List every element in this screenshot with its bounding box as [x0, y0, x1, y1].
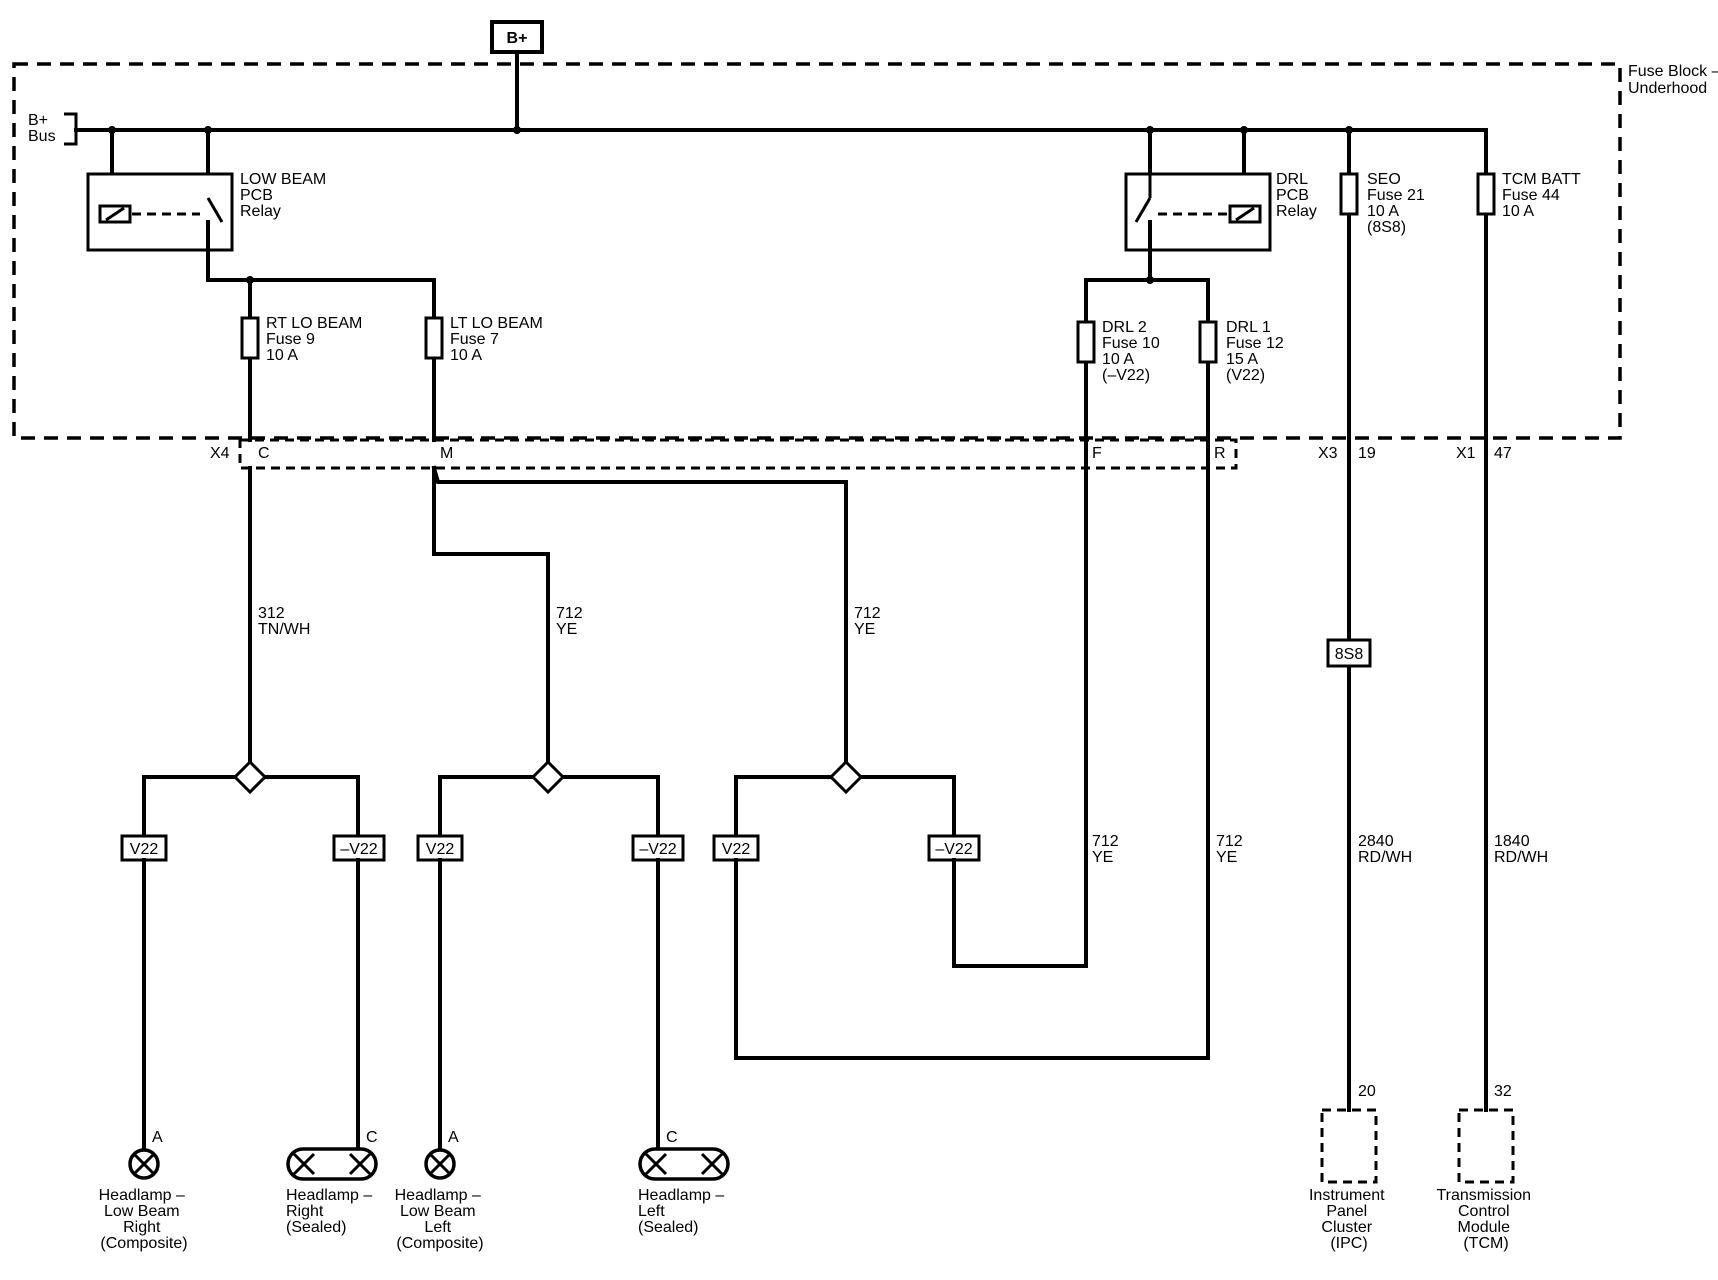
drl2-fuse [1076, 320, 1096, 364]
headlamp-left-sealed-icon [638, 1147, 730, 1181]
drl-relay-label: DRL PCB Relay [1276, 171, 1317, 220]
opt-8s8: 8S8 [1335, 646, 1364, 663]
opt-nv22-1: –V22 [340, 841, 377, 858]
wire-712-d-label: 712 YE [1216, 833, 1247, 866]
ipc-pin: 20 [1358, 1083, 1376, 1100]
lt-lo-beam-fuse-label: LT LO BEAM Fuse 7 10 A [450, 315, 547, 364]
tcm-module [1457, 1108, 1515, 1184]
splice-1 [232, 759, 268, 795]
opt-box-8s8 [1326, 638, 1372, 668]
x3-connector-name: X3 [1318, 445, 1338, 462]
hl-lb-left-label: Headlamp – Low Beam Left (Composite) [395, 1187, 486, 1252]
x4-pin-m: M [440, 445, 453, 462]
headlamp-low-beam-right-icon [128, 1148, 160, 1180]
headlamp-right-sealed-icon [286, 1147, 378, 1181]
tcm-label: Transmission Control Module (TCM) [1437, 1187, 1536, 1252]
x4-connector-name: X4 [210, 445, 230, 462]
opt-nv22-2: –V22 [639, 841, 676, 858]
tcm-batt-fuse-label: TCM BATT Fuse 44 10 A [1502, 171, 1585, 220]
low-beam-relay-label: LOW BEAM PCB Relay [240, 171, 331, 220]
hl-lb-left-pin: A [448, 1129, 459, 1146]
opt-box-v22-3 [712, 834, 760, 862]
hl-lb-right-label: Headlamp – Low Beam Right (Composite) [99, 1187, 190, 1252]
wire-712-b-label: 712 YE [854, 605, 885, 638]
hl-right-pin: C [366, 1129, 378, 1146]
drl1-fuse-label: DRL 1 Fuse 12 15 A (V22) [1226, 319, 1288, 384]
drl-relay [1084, 128, 1272, 284]
fuse-block-title: Fuse Block – Underhood [1628, 63, 1718, 97]
headlamp-low-beam-left-icon [424, 1148, 456, 1180]
tcm-batt-fuse [1476, 172, 1496, 216]
tcm-pin: 32 [1494, 1083, 1512, 1100]
x1-connector-name: X1 [1456, 445, 1476, 462]
low-beam-relay [86, 128, 436, 284]
seo-fuse-label: SEO Fuse 21 10 A (8S8) [1367, 171, 1429, 236]
wire-2840-label: 2840 RD/WH [1358, 833, 1412, 866]
drl2-fuse-label: DRL 2 Fuse 10 10 A (–V22) [1102, 319, 1164, 384]
hl-lb-right-pin: A [152, 1129, 163, 1146]
wire-1840-label: 1840 RD/WH [1494, 833, 1548, 866]
opt-v22-2: V22 [426, 841, 455, 858]
x4-pin-c: C [258, 445, 270, 462]
fuse-block-outline [12, 62, 1622, 440]
hl-right-label: Headlamp – Right (Sealed) [286, 1187, 377, 1236]
wire-712-c-label: 712 YE [1092, 833, 1123, 866]
ipc-module [1320, 1108, 1378, 1184]
seo-fuse [1339, 172, 1359, 216]
opt-box-v22-2 [416, 834, 464, 862]
opt-box-nv22-1 [332, 834, 386, 862]
wire-312-label: 312 TN/WH [258, 605, 310, 638]
splice-2 [530, 759, 566, 795]
lt-lo-beam-fuse [424, 316, 444, 360]
x1-pin: 47 [1494, 445, 1512, 462]
x4-pin-f: F [1092, 445, 1102, 462]
drl1-fuse [1198, 320, 1218, 364]
hl-left-label: Headlamp – Left (Sealed) [638, 1187, 729, 1236]
opt-v22-3: V22 [722, 841, 751, 858]
hl-left-pin: C [666, 1129, 678, 1146]
wire-712-a-label: 712 YE [556, 605, 587, 638]
b-plus-source-label: B+ [507, 30, 528, 47]
rt-lo-beam-fuse [240, 316, 260, 360]
ipc-label: Instrument Panel Cluster (IPC) [1309, 1187, 1389, 1252]
x4-connector [238, 438, 1238, 470]
opt-nv22-3: –V22 [935, 841, 972, 858]
x4-pin-r: R [1214, 445, 1226, 462]
x3-pin: 19 [1358, 445, 1376, 462]
rt-lo-beam-fuse-label: RT LO BEAM Fuse 9 10 A [266, 315, 367, 364]
b-plus-bus-label: B+ Bus [28, 112, 56, 145]
splice-3 [828, 759, 864, 795]
opt-v22-1: V22 [130, 841, 159, 858]
